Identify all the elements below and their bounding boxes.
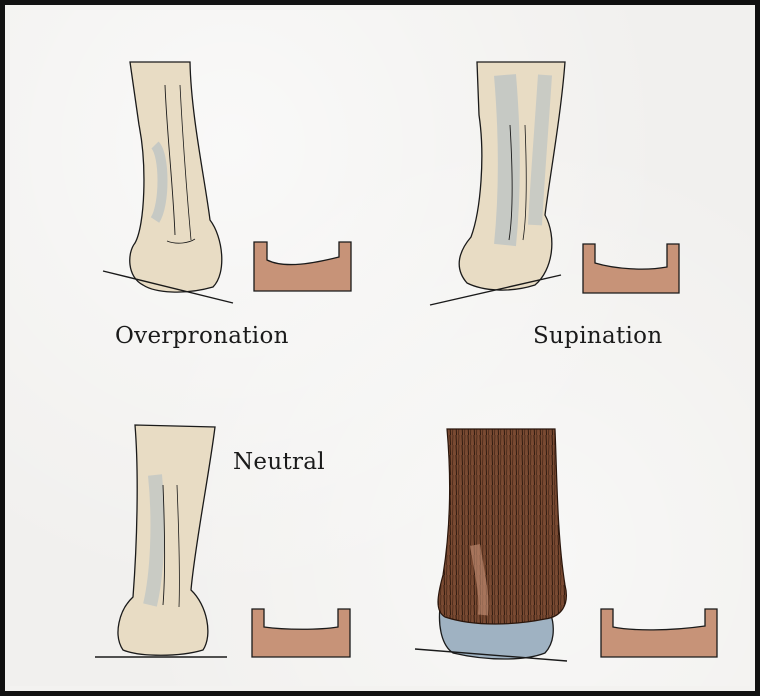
supination-label: Supination (533, 323, 662, 349)
overpronation-label: Overpronation (115, 323, 289, 349)
overpronation-wedge (254, 242, 351, 291)
horse-wedge (601, 609, 717, 657)
foot-posture-illustration (5, 5, 760, 696)
neutral-leg (118, 425, 215, 655)
overpronation-leg (130, 62, 222, 292)
neutral-label: Neutral (233, 449, 325, 475)
supination-wedge (583, 244, 679, 293)
horse-leg (438, 429, 566, 659)
neutral-wedge (252, 609, 350, 657)
supination-leg (459, 62, 565, 290)
